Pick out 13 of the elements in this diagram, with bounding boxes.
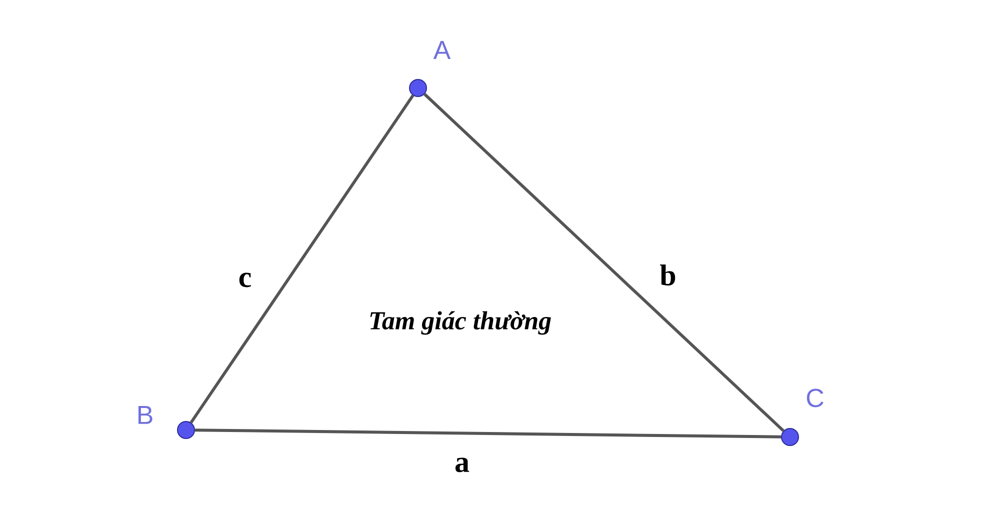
- point-dot: [409, 79, 427, 97]
- triangle-caption: Tam giác thường: [370, 311, 551, 335]
- triangle-side: [424, 93, 784, 432]
- triangle-side: [195, 428, 782, 438]
- side-label: b: [658, 263, 678, 287]
- side-label: a: [454, 456, 470, 474]
- point-label: B: [138, 406, 152, 424]
- point-dot: [781, 428, 799, 446]
- point-dot: [177, 421, 196, 439]
- side-label: c: [237, 272, 253, 288]
- point-label: C: [806, 388, 824, 408]
- point-label: A: [433, 41, 451, 59]
- triangle-side: [190, 94, 414, 424]
